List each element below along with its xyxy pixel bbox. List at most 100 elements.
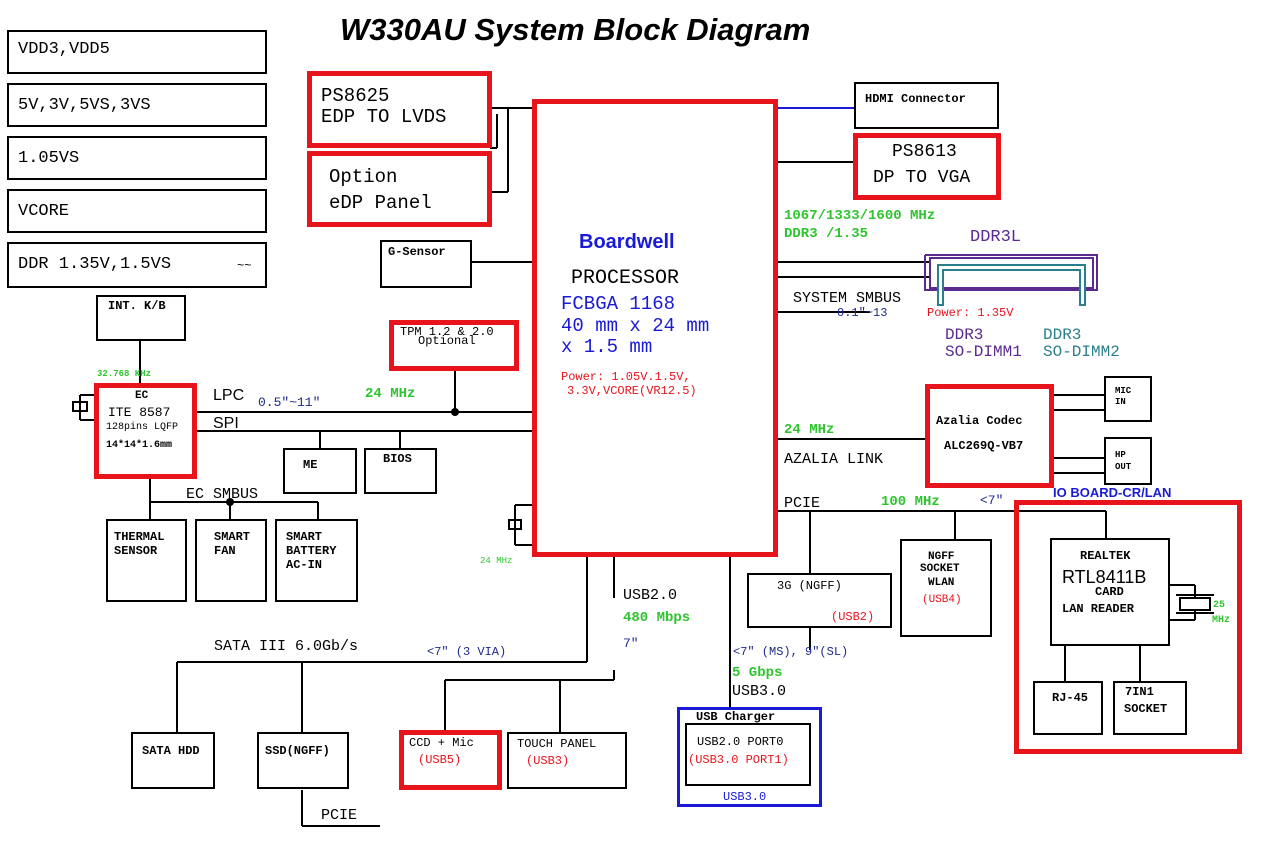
3g-label: 3G (NGFF) [777,579,842,593]
realtek-chip: RTL8411B [1062,567,1147,587]
usb-port1-label: (USB3.0 PORT1) [688,753,789,767]
power-rail-box: 1.05VS [7,136,267,180]
realtek-crystal-unit: MHz [1212,615,1231,626]
processor-height: x 1.5 mm [561,336,653,358]
edp-panel-label: eDP Panel [329,192,432,214]
power-rail-box: VDD3,VDD5 [7,30,267,74]
sata-hdd-label: SATA HDD [142,744,200,758]
sata-label: SATA III 6.0Gb/s [214,638,359,655]
system-smbus-label: SYSTEM SMBUS [793,290,902,307]
touch-panel-box: TOUCH PANEL (USB3) [507,732,627,789]
processor-package: FCBGA 1168 [561,293,676,315]
hp-out-box: HP OUT [1104,437,1152,485]
ssd-pcie-label: PCIE [321,807,358,824]
diagram-title: W330AU System Block Diagram [340,12,811,47]
ps8613-desc: DP TO VGA [873,168,971,188]
ccd-mic-box: CCD + Mic (USB5) [399,730,502,790]
lpc-label: LPC [213,387,245,404]
ddr-power: Power: 1.35V [927,306,1014,320]
ec-package: 128pins LQFP [106,422,179,433]
power-rail-box: VCORE [7,189,267,233]
dimm2-type: DDR3 [1043,326,1082,344]
battery-smart-label: SMART [286,530,323,544]
processor-power: Power: 1.05V.1.5V, [561,370,691,384]
bios-label: BIOS [383,452,412,466]
tpm-optional-label: Optional [418,334,476,348]
realtek-crystal-freq: 25 [1213,600,1226,611]
thermal-label: THERMAL [114,530,165,544]
lan-reader-label: LAN READER [1062,602,1135,616]
ssd-box: SSD(NGFF) [257,732,349,789]
codec-chip: ALC269Q-VB7 [944,439,1024,453]
usb-charger-footer: USB3.0 [723,790,767,804]
me-label: ME [303,458,318,472]
processor-size: 40 mm x 24 mm [561,315,710,337]
ps8613-label: PS8613 [892,142,957,162]
edp-panel-box: Option eDP Panel [307,151,492,227]
hdmi-label: HDMI Connector [865,92,966,106]
ps8625-box: PS8625 EDP TO LVDS [307,71,492,148]
usb-port0-label: USB2.0 PORT0 [697,735,784,749]
power-rail-label: VCORE [18,202,70,221]
usb3-speed: 5 Gbps [732,665,783,681]
power-rail-label: 1.05VS [18,149,80,168]
mic-in-label: IN [1115,397,1126,407]
power-rail-mark: ~~ [237,259,252,273]
ddr-type: DDR3 /1.35 [784,226,869,242]
usb3-length: <7" (MS), 9"(SL) [733,645,849,659]
card-label: CARD [1095,585,1124,599]
spi-label: SPI [213,415,239,432]
rj45-label: RJ-45 [1052,691,1089,705]
smbus-length: 0.1"~13 [837,306,888,320]
sata-hdd-box: SATA HDD [131,732,215,789]
usb2-label: USB2.0 [623,587,678,604]
io-board-box [1014,500,1242,754]
ps8613-box: PS8613 DP TO VGA [853,133,1001,200]
wlan-usb4-label: (USB4) [922,594,962,606]
cpu-crystal-freq: 24 MHz [480,556,513,566]
touch-usb3-label: (USB3) [526,754,570,768]
processor-power-2: 3.3V,VCORE(VR12.5) [567,384,697,398]
ec-dimensions: 14*14*1.6mm [106,440,173,451]
touch-panel-label: TOUCH PANEL [517,737,597,751]
ddr3l-label: DDR3L [970,228,1022,247]
smart-battery-box: SMART BATTERY AC-IN [275,519,358,602]
hp-label: HP [1115,450,1126,460]
card-socket-box: 7IN1 SOCKET [1113,681,1187,735]
wlan-socket-label: SOCKET [920,563,960,575]
g-sensor-box: G-Sensor [380,240,472,288]
3g-usb2-label: (USB2) [831,610,875,624]
battery-label: BATTERY [286,544,337,558]
ac-in-label: AC-IN [286,558,323,572]
pcie-label: PCIE [784,495,821,512]
ec-label: EC [135,390,149,402]
power-rail-box: DDR 1.35V,1.5VS ~~ [7,242,267,288]
realtek-box: REALTEK RTL8411B CARD LAN READER [1050,538,1170,646]
usb2-speed: 480 Mbps [623,610,691,626]
ccd-label: CCD + Mic [409,736,474,750]
io-board-label: IO BOARD-CR/LAN [1053,485,1172,500]
g-sensor-label: G-Sensor [388,245,446,259]
keyboard-box: INT. K/B [96,295,186,341]
mic-label: MIC [1115,386,1132,396]
tpm-label: TPM 1.2 & 2.0 [400,325,494,339]
ps8625-label: PS8625 [321,85,390,107]
fan-smart-label: SMART [214,530,251,544]
wlan-label: WLAN [928,577,955,589]
ccd-usb5-label: (USB5) [418,753,462,767]
processor-name: Boardwell [579,231,675,253]
ssd-label: SSD(NGFF) [265,744,330,758]
power-rail-label: 5V,3V,5VS,3VS [18,96,151,115]
edp-option-label: Option [329,166,398,188]
codec-label: Azalia Codec [936,414,1023,428]
power-rail-box: 5V,3V,5VS,3VS [7,83,267,127]
hp-out-label: OUT [1115,462,1132,472]
pcie-frequency: 100 MHz [881,494,940,510]
power-rail-label: DDR 1.35V,1.5VS [18,255,172,274]
3g-ngff-box: 3G (NGFF) (USB2) [747,573,892,628]
lpc-length: 0.5"~11" [258,395,321,410]
pcie-length: <7" [980,493,1004,508]
thermal-sensor-label: SENSOR [114,544,158,558]
hdmi-connector-box: HDMI Connector [854,82,999,129]
